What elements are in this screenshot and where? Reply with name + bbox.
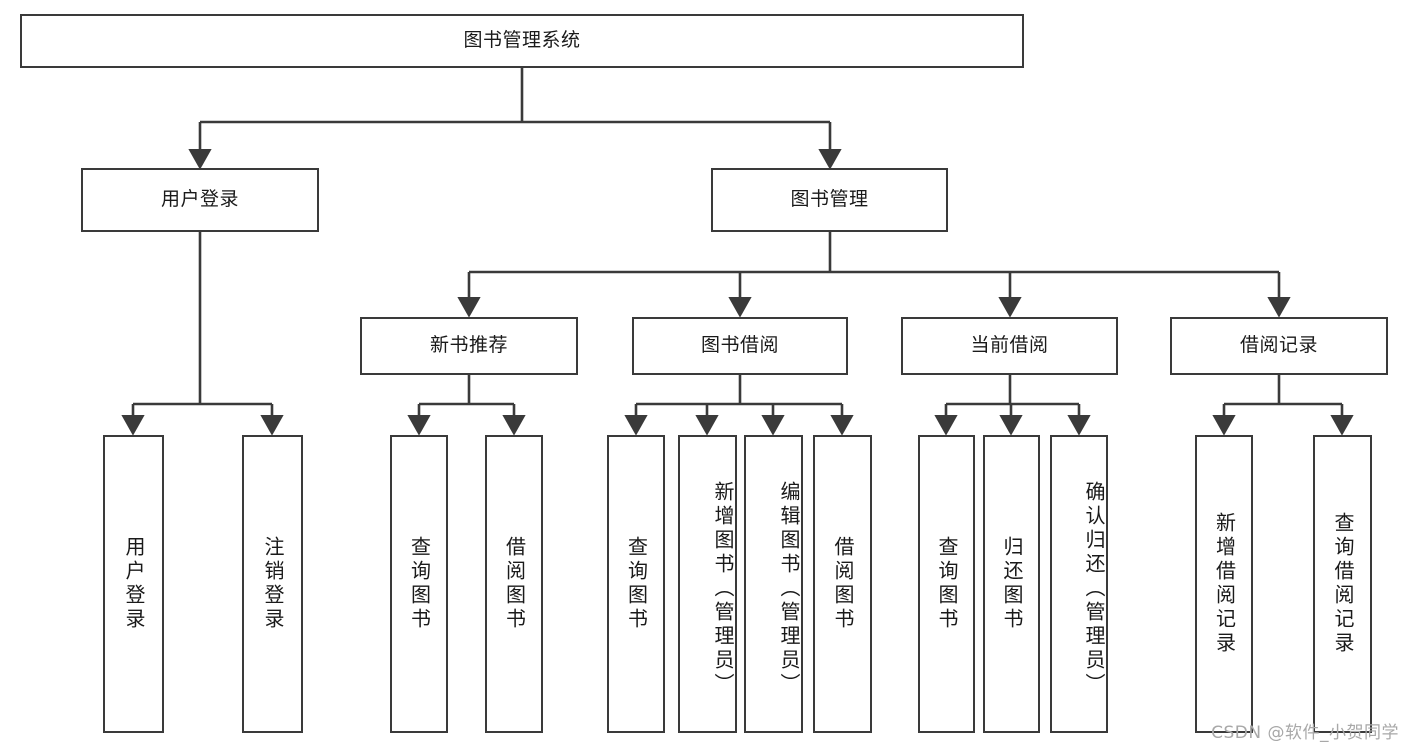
- node-leaf-query-record[interactable]: 查询借阅记录: [1313, 435, 1372, 733]
- node-leaf-borrow-book-2[interactable]: 借阅图书: [813, 435, 872, 733]
- node-user-login-label: 用户登录: [160, 188, 239, 211]
- watermark-text: CSDN @软件_小贺同学: [1211, 723, 1399, 743]
- node-leaf-borrow-book-2-label: 借阅图书: [831, 536, 855, 632]
- node-leaf-add-book-label: 新增图书（管理员）: [711, 481, 735, 697]
- node-new-book-recommend-label: 新书推荐: [429, 334, 508, 357]
- node-book-borrow-label: 图书借阅: [700, 334, 779, 357]
- node-book-manage-label: 图书管理: [790, 188, 869, 211]
- node-leaf-add-book[interactable]: 新增图书（管理员）: [678, 435, 737, 733]
- node-leaf-query-book-3-label: 查询图书: [935, 536, 959, 632]
- node-current-borrow-label: 当前借阅: [970, 334, 1049, 357]
- node-leaf-query-record-label: 查询借阅记录: [1331, 512, 1355, 656]
- node-borrow-record-label: 借阅记录: [1239, 334, 1318, 357]
- node-leaf-user-login[interactable]: 用户登录: [103, 435, 164, 733]
- node-leaf-query-book-2-label: 查询图书: [624, 536, 649, 632]
- node-leaf-add-record-label: 新增借阅记录: [1212, 512, 1237, 656]
- node-leaf-borrow-book-1[interactable]: 借阅图书: [485, 435, 543, 733]
- node-current-borrow[interactable]: 当前借阅: [901, 317, 1118, 375]
- node-leaf-query-book-3[interactable]: 查询图书: [918, 435, 975, 733]
- node-leaf-user-logout-label: 注销登录: [261, 536, 285, 632]
- node-leaf-add-record[interactable]: 新增借阅记录: [1195, 435, 1253, 733]
- node-book-manage[interactable]: 图书管理: [711, 168, 948, 232]
- node-leaf-query-book-2[interactable]: 查询图书: [607, 435, 665, 733]
- node-root-label: 图书管理系统: [463, 29, 581, 52]
- node-leaf-user-logout[interactable]: 注销登录: [242, 435, 303, 733]
- node-leaf-return-book-label: 归还图书: [1000, 536, 1024, 632]
- node-leaf-query-book-1-label: 查询图书: [407, 536, 432, 632]
- node-leaf-return-book[interactable]: 归还图书: [983, 435, 1040, 733]
- node-borrow-record[interactable]: 借阅记录: [1170, 317, 1388, 375]
- node-leaf-confirm-return[interactable]: 确认归还（管理员）: [1050, 435, 1108, 733]
- node-leaf-query-book-1[interactable]: 查询图书: [390, 435, 448, 733]
- node-new-book-recommend[interactable]: 新书推荐: [360, 317, 578, 375]
- node-user-login[interactable]: 用户登录: [81, 168, 319, 232]
- node-leaf-confirm-return-label: 确认归还（管理员）: [1082, 481, 1106, 697]
- node-root-system[interactable]: 图书管理系统: [20, 14, 1024, 68]
- node-leaf-borrow-book-1-label: 借阅图书: [502, 536, 527, 632]
- node-leaf-user-login-label: 用户登录: [122, 536, 146, 632]
- node-leaf-edit-book-label: 编辑图书（管理员）: [777, 481, 801, 697]
- node-book-borrow[interactable]: 图书借阅: [632, 317, 848, 375]
- node-leaf-edit-book[interactable]: 编辑图书（管理员）: [744, 435, 803, 733]
